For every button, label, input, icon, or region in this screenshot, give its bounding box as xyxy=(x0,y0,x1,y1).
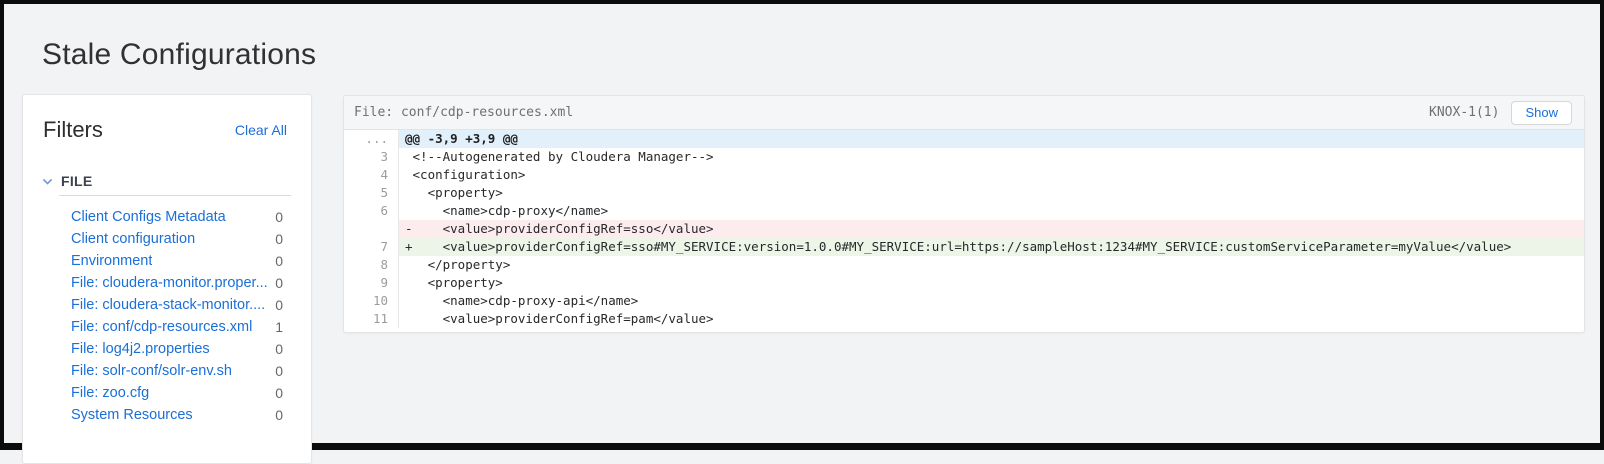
diff-line-code: <!--Autogenerated by Cloudera Manager--> xyxy=(405,149,714,164)
filter-item-count: 0 xyxy=(275,209,283,225)
diff-line-number: 9 xyxy=(344,274,399,292)
diff-row: 11 <value>providerConfigRef=pam</value> xyxy=(344,310,1584,328)
filter-item: File: log4j2.properties 0 xyxy=(71,338,283,360)
diff-row: 7 + <value>providerConfigRef=sso#MY_SERV… xyxy=(344,238,1584,256)
diff-row: - <value>providerConfigRef=sso</value> xyxy=(344,220,1584,238)
filter-item: Client Configs Metadata 0 xyxy=(71,206,283,228)
clear-all-link[interactable]: Clear All xyxy=(234,122,287,138)
filter-item-count: 0 xyxy=(275,253,283,269)
diff-line-code: <name>cdp-proxy</name> xyxy=(405,203,609,218)
diff-line-code: </property> xyxy=(405,257,511,272)
diff-rows: ... @@ -3,9 +3,9 @@ 3 <!--Autogenerated … xyxy=(344,130,1584,332)
page-title: Stale Configurations xyxy=(42,38,317,72)
diff-line-number: ... xyxy=(344,130,399,148)
filters-panel: Filters Clear All FILE Client Configs Me… xyxy=(22,94,312,464)
filters-header: Filters Clear All xyxy=(23,95,311,143)
filters-title: Filters xyxy=(43,117,103,142)
diff-line-number: 5 xyxy=(344,184,399,202)
filter-item: Client configuration 0 xyxy=(71,228,283,250)
diff-line-code: <configuration> xyxy=(405,167,526,182)
diff-line-number xyxy=(344,220,399,238)
chevron-down-icon xyxy=(41,175,54,188)
filter-item-count: 0 xyxy=(275,231,283,247)
diff-line-number: 4 xyxy=(344,166,399,184)
diff-row: 5 <property> xyxy=(344,184,1584,202)
diff-line-code: @@ -3,9 +3,9 @@ xyxy=(399,130,1584,148)
filter-item-count: 1 xyxy=(275,319,283,335)
diff-line-number: 8 xyxy=(344,256,399,274)
diff-line-number: 7 xyxy=(344,238,399,256)
filter-item-link[interactable]: File: conf/cdp-resources.xml xyxy=(71,319,253,335)
filter-item-link[interactable]: File: solr-conf/solr-env.sh xyxy=(71,363,232,379)
diff-row: 8 </property> xyxy=(344,256,1584,274)
filter-item-count: 0 xyxy=(275,275,283,291)
stale-config-diff-panel: File: conf/cdp-resources.xml KNOX-1(1) S… xyxy=(343,95,1585,333)
filter-item: System Resources 0 xyxy=(71,404,283,426)
filter-item-count: 0 xyxy=(275,385,283,401)
filter-group-label: FILE xyxy=(61,173,93,189)
filter-item: File: solr-conf/solr-env.sh 0 xyxy=(71,360,283,382)
filter-item-link[interactable]: File: cloudera-monitor.proper... xyxy=(71,275,268,291)
group-divider xyxy=(59,195,291,196)
filter-item: Environment 0 xyxy=(71,250,283,272)
filter-item-link[interactable]: Client Configs Metadata xyxy=(71,209,226,225)
filter-list: Client Configs Metadata 0 Client configu… xyxy=(23,196,311,426)
filter-item-link[interactable]: System Resources xyxy=(71,407,193,423)
diff-role-label: KNOX-1(1) xyxy=(1429,105,1500,120)
diff-row: ... @@ -3,9 +3,9 @@ xyxy=(344,130,1584,148)
filter-item-link[interactable]: File: log4j2.properties xyxy=(71,341,210,357)
diff-row: 9 <property> xyxy=(344,274,1584,292)
filter-item-count: 0 xyxy=(275,341,283,357)
show-button[interactable]: Show xyxy=(1511,100,1572,125)
filter-item: File: zoo.cfg 0 xyxy=(71,382,283,404)
filter-item-link[interactable]: File: zoo.cfg xyxy=(71,385,150,401)
diff-line-code: <property> xyxy=(405,275,503,290)
filter-item-link[interactable]: Client configuration xyxy=(71,231,196,247)
filter-group-file-header[interactable]: FILE xyxy=(23,143,311,189)
filter-item-count: 0 xyxy=(275,407,283,423)
diff-file-label: File: conf/cdp-resources.xml xyxy=(354,105,574,120)
filter-item: File: cloudera-monitor.proper... 0 xyxy=(71,272,283,294)
diff-line-code: + <value>providerConfigRef=sso#MY_SERVIC… xyxy=(399,238,1584,256)
filter-item-link[interactable]: File: cloudera-stack-monitor.... xyxy=(71,297,266,313)
diff-line-code: <name>cdp-proxy-api</name> xyxy=(405,293,639,308)
diff-line-number: 6 xyxy=(344,202,399,220)
diff-line-number: 11 xyxy=(344,310,399,328)
filter-item: File: conf/cdp-resources.xml 1 xyxy=(71,316,283,338)
filter-item-count: 0 xyxy=(275,297,283,313)
diff-line-code: <value>providerConfigRef=pam</value> xyxy=(405,311,714,326)
diff-header-right: KNOX-1(1) Show xyxy=(1429,100,1572,125)
diff-header: File: conf/cdp-resources.xml KNOX-1(1) S… xyxy=(344,96,1584,130)
diff-line-number: 10 xyxy=(344,292,399,310)
diff-line-number: 3 xyxy=(344,148,399,166)
diff-row: 3 <!--Autogenerated by Cloudera Manager-… xyxy=(344,148,1584,166)
diff-line-code: <property> xyxy=(405,185,503,200)
filter-item: File: cloudera-stack-monitor.... 0 xyxy=(71,294,283,316)
filter-item-link[interactable]: Environment xyxy=(71,253,153,269)
diff-row: 10 <name>cdp-proxy-api</name> xyxy=(344,292,1584,310)
filter-item-count: 0 xyxy=(275,363,283,379)
diff-line-code: - <value>providerConfigRef=sso</value> xyxy=(399,220,1584,238)
diff-row: 4 <configuration> xyxy=(344,166,1584,184)
diff-row: 6 <name>cdp-proxy</name> xyxy=(344,202,1584,220)
